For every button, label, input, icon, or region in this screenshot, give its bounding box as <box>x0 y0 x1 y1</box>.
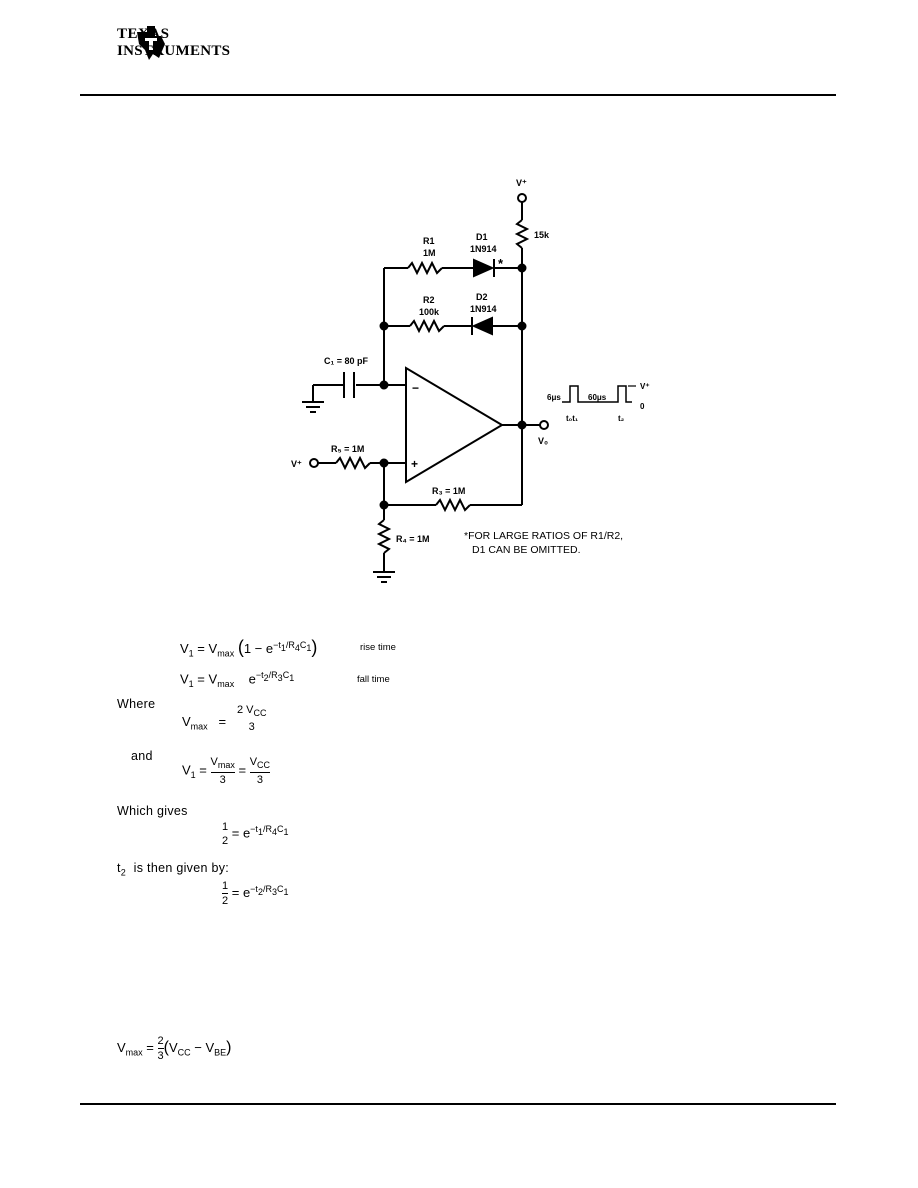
logo-text-texas: Texas <box>117 26 170 42</box>
d1-name: D1 <box>476 232 488 242</box>
and-text: and <box>131 749 153 763</box>
oscillator-schematic: V⁺ 15k R1 1M D1 1N914 * R2 100k D2 1N914… <box>291 178 650 583</box>
resistor-15k-label: 15k <box>534 230 550 240</box>
r3-label: R₃ = 1M <box>432 486 465 496</box>
opamp-noninverting: + <box>411 457 418 471</box>
r2-name: R2 <box>423 295 435 305</box>
vo-label: V₀ <box>538 436 548 446</box>
note-line2: D1 CAN BE OMITTED. <box>472 544 581 556</box>
fall-time-label: fall time <box>357 674 390 685</box>
r4-label: R₄ = 1M <box>396 534 430 544</box>
vplus-left-label: V⁺ <box>291 459 302 469</box>
wave-t0t1-label: t₀t₁ <box>566 414 579 423</box>
wave-zero-label: 0 <box>640 402 645 411</box>
where-text: Where <box>117 697 156 711</box>
eq-fall: V1 = Vmax e−t2/R3C1 <box>180 670 295 689</box>
d2-part: 1N914 <box>470 304 497 314</box>
eq-rise: V1 = Vmax (1 − e−t1/R4C1) <box>180 637 318 659</box>
t2-given-label: is then given by: <box>133 861 230 875</box>
ti-logo-icon <box>137 26 165 60</box>
footer-rule <box>80 1103 836 1105</box>
logo-text-instruments: Instruments <box>117 43 231 59</box>
wave-vplus-label: V⁺ <box>640 382 650 391</box>
d1-part: 1N914 <box>470 244 497 254</box>
which-gives-text: Which gives <box>117 804 188 818</box>
d1-asterisk: * <box>498 256 504 271</box>
d2-name: D2 <box>476 292 488 302</box>
pulse-6us-label: 6μs <box>547 393 561 402</box>
vplus-top-label: V⁺ <box>516 178 527 188</box>
t2-given-text: t2 is then given by: <box>117 861 230 878</box>
pulse-60us-label: 60μs <box>588 393 607 402</box>
r5-label: R₅ = 1M <box>331 444 364 454</box>
header-rule <box>80 94 836 96</box>
note-line1: *FOR LARGE RATIOS OF R1/R2, <box>464 530 623 542</box>
opamp-inverting: − <box>412 381 419 395</box>
r1-value: 1M <box>423 248 436 258</box>
r2-value: 100k <box>419 307 440 317</box>
c1-label: C₁ = 80 pF <box>324 356 368 366</box>
r1-name: R1 <box>423 236 435 246</box>
rise-time-label: rise time <box>360 642 396 653</box>
wave-t2-label: t₂ <box>618 414 625 423</box>
